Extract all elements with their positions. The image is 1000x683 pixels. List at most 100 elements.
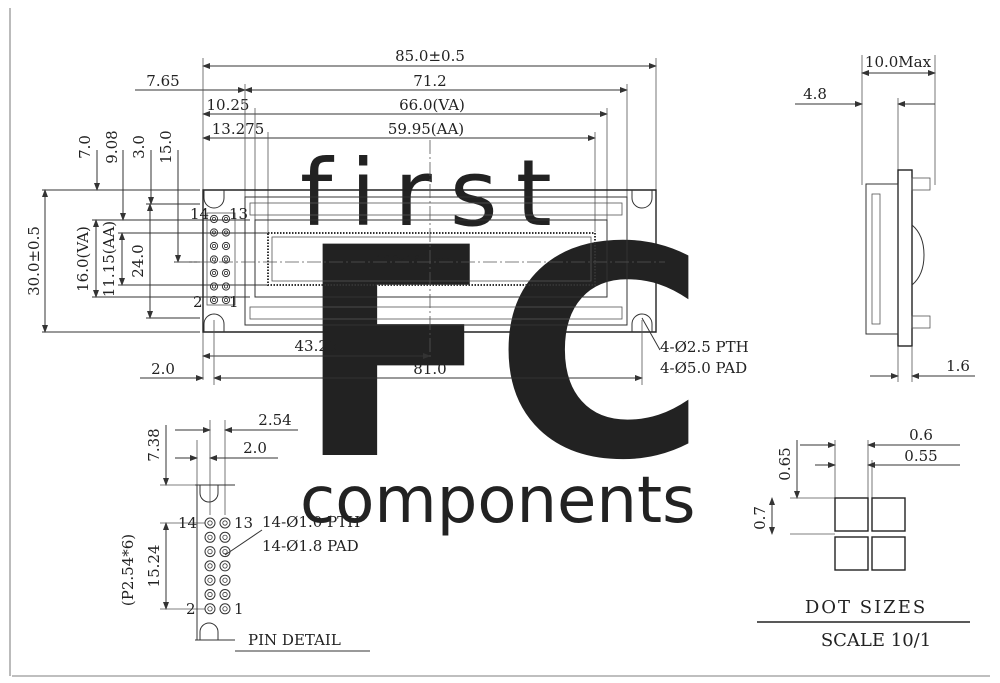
hole-leader [641,317,661,351]
pin-pad [204,574,216,586]
dim-71-2-text: 71.2 [413,72,446,90]
pin-hole [223,284,228,289]
dim-15-0-text: 15.0 [157,130,175,163]
pin-pad [221,268,231,278]
pin-pad [209,214,219,224]
pd-tab-top [195,484,235,503]
pin-hole [211,230,216,235]
dim-59-95-text: 59.95(AA) [388,120,464,138]
pin-hole [207,563,213,569]
dim-4-8-text: 4.8 [803,85,827,103]
pin-pad [209,282,219,291]
bezel-bottom-strip [249,306,623,320]
pd-pin-grid [204,517,231,615]
front-pin-13: 13 [229,205,248,223]
dim-7-65-text: 7.65 [146,72,179,90]
pin-hole [222,577,228,583]
pin-hole [222,520,228,526]
dim-10-25-text: 10.25 [207,96,250,114]
pin-pad [221,241,231,251]
dim-66-text: 66.0(VA) [399,96,465,114]
dim-3-0-text: 3.0 [130,135,148,159]
pin-hole [223,257,228,262]
pin-header-box [206,212,236,306]
tab-top-right [631,190,653,209]
pin-pad [219,517,231,529]
ds-0-65-text: 0.65 [776,447,794,480]
pd-pad-text: 14-Ø1.8 PAD [262,537,359,555]
ds-0-7-text: 0.7 [751,506,769,530]
pd-pin-2: 2 [186,600,196,618]
pin-hole [211,216,216,221]
pd-title: PIN DETAIL [248,631,341,649]
hole-pad-text: 4-Ø5.0 PAD [660,359,747,377]
dots-label: 100x16 Dots [376,253,453,267]
dot-4 [871,536,906,571]
tab-top-left [203,190,225,209]
pin-pad [204,603,216,615]
pcb-outline [202,189,657,333]
pin-hole [222,534,228,540]
dot-sizes: 0.6 0.55 0.65 0.7 DOT SIZES SCALE 10/1 [751,426,970,651]
pin-hole [207,606,213,612]
pin-hole [207,591,213,598]
dim-10max-text: 10.0Max [865,53,932,71]
pd-tab-bottom [195,622,235,641]
pd-pin-1: 1 [234,600,244,618]
active-area-dots [267,232,596,286]
pin-hole [211,257,216,262]
pin-pad [219,531,231,543]
pin-hole [207,548,213,555]
tab-bottom-right [631,313,653,332]
side-glass [871,193,881,325]
pin-pad [221,228,231,237]
pin-hole [222,591,228,598]
pin-hole [207,534,213,540]
pin-pad [219,574,231,586]
dot-1 [834,497,869,532]
pin-pad [219,546,231,558]
side-bump [911,224,925,286]
ds-scale: SCALE 10/1 [821,630,931,651]
front-pin-1: 1 [229,293,239,311]
dot-2 [871,497,906,532]
pin-hole [222,548,228,555]
pin-pad [209,241,219,251]
pin-pad [219,560,231,572]
side-tab-bottom [911,315,931,329]
side-view: 10.0Max 4.8 1.6 [795,53,975,382]
pd-pth-text: 14-Ø1.0 PTH [262,513,360,531]
pin-hole [211,297,216,302]
dim-7-0-text: 7.0 [76,135,94,159]
pd-15-24-text: 15.24 [145,545,163,588]
bezel-outer [244,196,628,326]
pd-pin-14: 14 [178,514,197,532]
ds-0-6-text: 0.6 [909,426,933,444]
pin-pad [219,589,231,600]
pin-pad [221,295,231,305]
front-pin-grid [209,214,231,305]
bezel-top-strip [249,202,623,216]
pin-pad [209,255,219,264]
dim-85-text: 85.0±0.5 [395,47,465,65]
hole-pth-text: 4-Ø2.5 PTH [660,338,749,356]
tab-bottom-left [203,313,225,332]
watermark-top-text: first [300,140,570,247]
pin-pad [204,560,216,572]
pin-hole [207,520,213,526]
dim-16-text: 16.0(VA) [74,226,92,292]
side-tab-top [911,177,931,191]
active-area-inner [271,236,592,282]
front-pin-2: 2 [193,293,203,311]
dim-13-275-text: 13.275 [212,120,265,138]
dot-3 [834,536,869,571]
pin-hole [211,270,216,275]
dim-43-25-text: 43.25 [295,337,338,355]
ds-0-55-text: 0.55 [904,447,937,465]
dim-24-text: 24.0 [129,244,147,277]
pd-pin-13: 13 [234,514,253,532]
pd-pitch-text: 2.54 [258,411,291,429]
dim-11-15-text: 11.15(AA) [100,221,118,297]
pin-pad [221,282,231,291]
pin-pad [204,546,216,558]
